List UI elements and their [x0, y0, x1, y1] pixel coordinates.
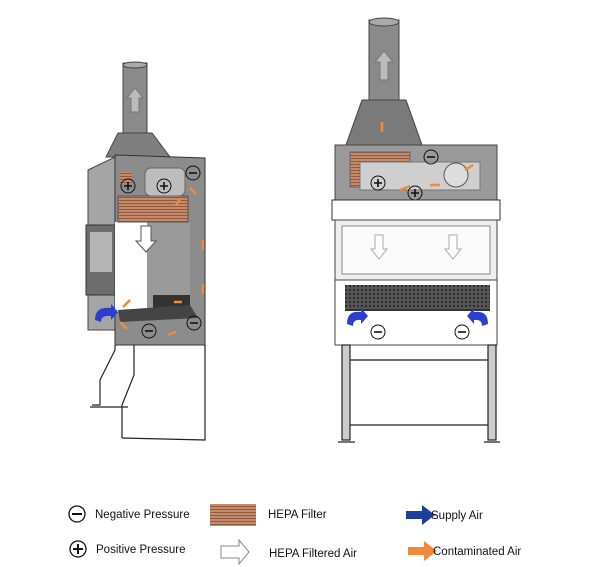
hepa-filtered-air-arrow-icon — [369, 234, 389, 260]
hepa-filtered-air-arrow-icon — [443, 234, 463, 260]
legend-label: Negative Pressure — [95, 509, 190, 521]
exhaust-arrow-icon — [125, 87, 145, 113]
negative-pressure-icon — [423, 149, 439, 165]
negative-pressure-icon — [141, 323, 157, 339]
supply-air-arrow-icon — [347, 308, 368, 326]
hepa-filtered-air-arrow-icon — [134, 225, 158, 253]
legend-contaminated-air: Contaminated Air — [408, 541, 521, 561]
blower — [144, 167, 186, 197]
positive-pressure-icon — [120, 178, 136, 194]
negative-pressure-icon — [454, 324, 470, 340]
positive-pressure-icon — [156, 178, 172, 194]
legend-label: Contaminated Air — [433, 546, 521, 558]
legend-label: HEPA Filtered Air — [269, 548, 357, 560]
front-grille — [345, 285, 490, 310]
contaminated-air-arrows — [380, 122, 474, 192]
legend: Negative Pressure Positive Pressure HEPA… — [68, 504, 521, 566]
legend-negative-pressure: Negative Pressure — [68, 505, 190, 523]
legend-hepa-filtered-air: HEPA Filtered Air — [220, 538, 357, 566]
legend-label: HEPA Filter — [268, 509, 327, 521]
negative-pressure-icon — [185, 165, 201, 181]
negative-pressure-icon — [68, 505, 86, 523]
legend-positive-pressure: Positive Pressure — [69, 540, 185, 558]
positive-pressure-icon — [69, 540, 87, 558]
legend-supply-air: Supply Air — [406, 505, 483, 525]
supply-air-arrow-icon — [467, 308, 488, 326]
legend-hepa-filter: HEPA Filter — [210, 504, 327, 526]
negative-pressure-icon — [186, 315, 202, 331]
hepa-filter-swatch — [210, 504, 256, 526]
legend-label: Positive Pressure — [96, 544, 185, 556]
exhaust-hood — [105, 132, 171, 158]
contaminated-air-arrows — [119, 187, 205, 337]
cabinet-stand-front — [338, 344, 500, 443]
supply-air-arrow-icon — [95, 304, 118, 322]
positive-pressure-icon — [370, 175, 386, 191]
legend-label: Supply Air — [431, 510, 483, 522]
negative-pressure-icon — [370, 324, 386, 340]
blower — [443, 162, 469, 188]
supply-air-arrow-icon — [406, 505, 435, 525]
cabinet-stand-side — [90, 345, 206, 441]
side-view-cabinet — [85, 61, 206, 441]
exhaust-hood — [345, 99, 423, 146]
exhaust-arrow-icon — [373, 50, 395, 81]
hepa-filter-side — [117, 195, 189, 223]
contaminated-air-arrow-icon — [408, 541, 437, 561]
hepa-filtered-air-arrow-icon — [220, 538, 250, 566]
front-view-cabinet — [331, 17, 501, 443]
front-band — [331, 199, 501, 221]
